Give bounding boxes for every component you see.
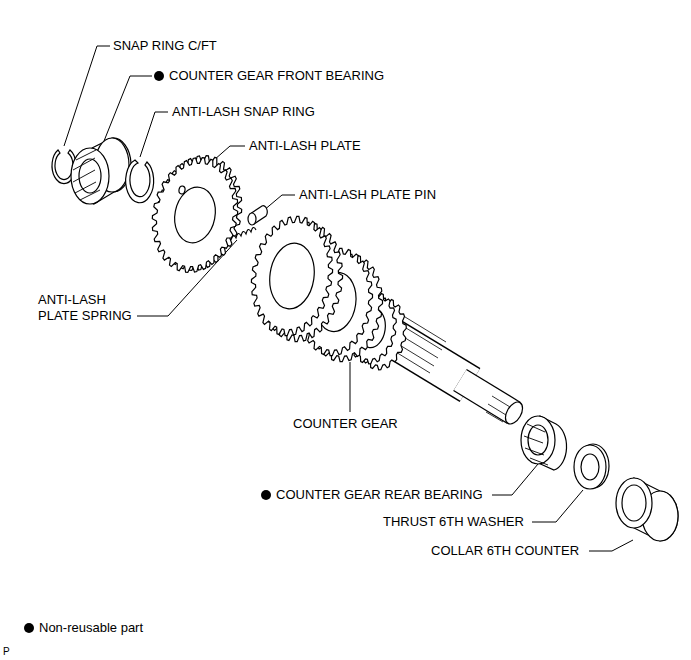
anti-lash-plate xyxy=(152,156,241,273)
rear-bearing xyxy=(521,416,567,470)
plate-hole xyxy=(178,186,185,195)
gear-face xyxy=(251,216,332,335)
collar xyxy=(616,478,678,541)
plate-teeth xyxy=(152,158,237,273)
part-label: COUNTER GEAR FRONT BEARING xyxy=(169,68,384,84)
part-label: ANTI-LASH PLATE xyxy=(249,138,361,154)
plate-bore xyxy=(170,184,220,247)
anti-lash-spring xyxy=(231,227,256,240)
part-label: ANTI-LASH PLATE SPRING xyxy=(38,292,140,324)
legend-text: Non-reusable part xyxy=(39,620,143,636)
thrust-washer xyxy=(574,444,609,489)
part-label: ANTI-LASH SNAP RING xyxy=(172,104,315,120)
front-bearing xyxy=(71,138,131,204)
part-label: COLLAR 6TH COUNTER xyxy=(431,543,579,559)
part-label: SNAP RING C/FT xyxy=(113,38,217,54)
part-label: COUNTER GEAR REAR BEARING xyxy=(276,487,483,503)
part-label: COUNTER GEAR xyxy=(293,416,398,432)
counter-gear-wheels xyxy=(251,216,406,369)
non-reusable-mark xyxy=(24,71,271,633)
gear-hub xyxy=(266,240,319,311)
anti-lash-snap-ring xyxy=(126,160,154,203)
figure-code: P xyxy=(3,644,10,660)
anti-lash-pin xyxy=(248,206,267,225)
part-label: THRUST 6TH WASHER xyxy=(383,514,524,530)
part-label: ANTI-LASH PLATE PIN xyxy=(299,187,436,203)
leader-lines xyxy=(64,46,633,551)
